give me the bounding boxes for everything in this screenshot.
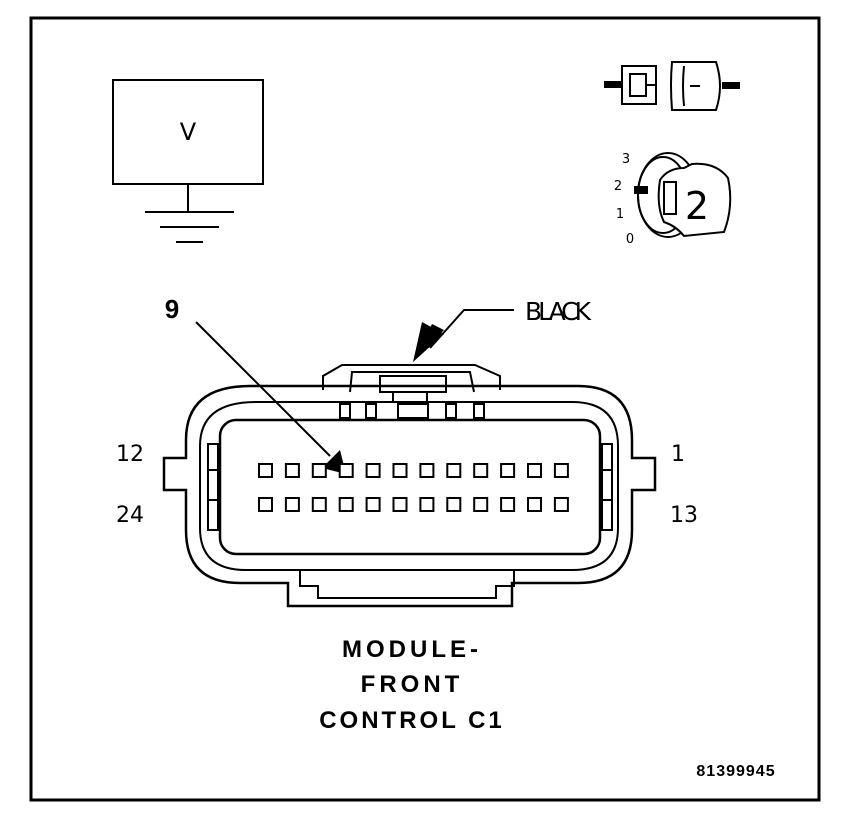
ignition-position-2: 2 (614, 179, 622, 194)
pin-cavity (500, 463, 516, 478)
pin-label-bottom-left: 24 (116, 503, 144, 528)
pin-cavity (419, 497, 435, 512)
diagram-frame (29, 16, 821, 802)
pin-cavity (311, 463, 327, 478)
pin-cavity (446, 463, 462, 478)
color-leader-arrow (413, 309, 514, 362)
pin-cavity (446, 497, 462, 512)
pin-cavity (419, 463, 435, 478)
pin-cavity (365, 497, 381, 512)
pin-cavity (258, 497, 273, 512)
connector-color-label: BLACK (525, 297, 592, 326)
pin-cavity (365, 463, 381, 478)
ignition-position-3: 3 (622, 152, 630, 167)
pin-cavity (338, 497, 354, 512)
pin-cavity (500, 497, 516, 512)
pin-cavity (527, 497, 542, 512)
caption-line-1: MODULE- (342, 636, 482, 663)
ignition-position-0: 0 (626, 232, 634, 247)
pin-cavity (392, 463, 408, 478)
pin-cavity (284, 497, 300, 512)
pin-cavity (527, 463, 542, 478)
pin-cavity (284, 463, 300, 478)
connector-body (162, 364, 657, 608)
ground-icon (145, 184, 234, 243)
figure-id: 81399945 (696, 763, 775, 780)
pin-grid (258, 463, 569, 512)
pin-cavity (553, 497, 569, 512)
caption-line-2: FRONT (361, 671, 464, 698)
pin-label-top-left: 12 (116, 442, 144, 467)
ignition-position-1: 1 (616, 207, 624, 222)
pin-callout-number: 9 (165, 294, 179, 324)
pin-label-top-right: 1 (671, 442, 685, 467)
ignition-key-number: 2 (685, 184, 709, 228)
pin-cavity (311, 497, 327, 512)
voltmeter-symbol: V (112, 79, 264, 243)
pin-cavity (473, 497, 489, 512)
pin-cavity (392, 497, 408, 512)
pin-cavity (553, 463, 569, 478)
ignition-switch-icon: 3 2 1 0 2 (614, 152, 732, 247)
pin-cavity (258, 463, 273, 478)
connector-plug-icon (604, 61, 740, 111)
pin-label-bottom-right: 13 (670, 503, 698, 528)
voltmeter-label: V (180, 118, 197, 146)
pin-cavity (338, 463, 354, 478)
pin-cavity (473, 463, 489, 478)
caption-line-3: CONTROL C1 (319, 707, 505, 734)
